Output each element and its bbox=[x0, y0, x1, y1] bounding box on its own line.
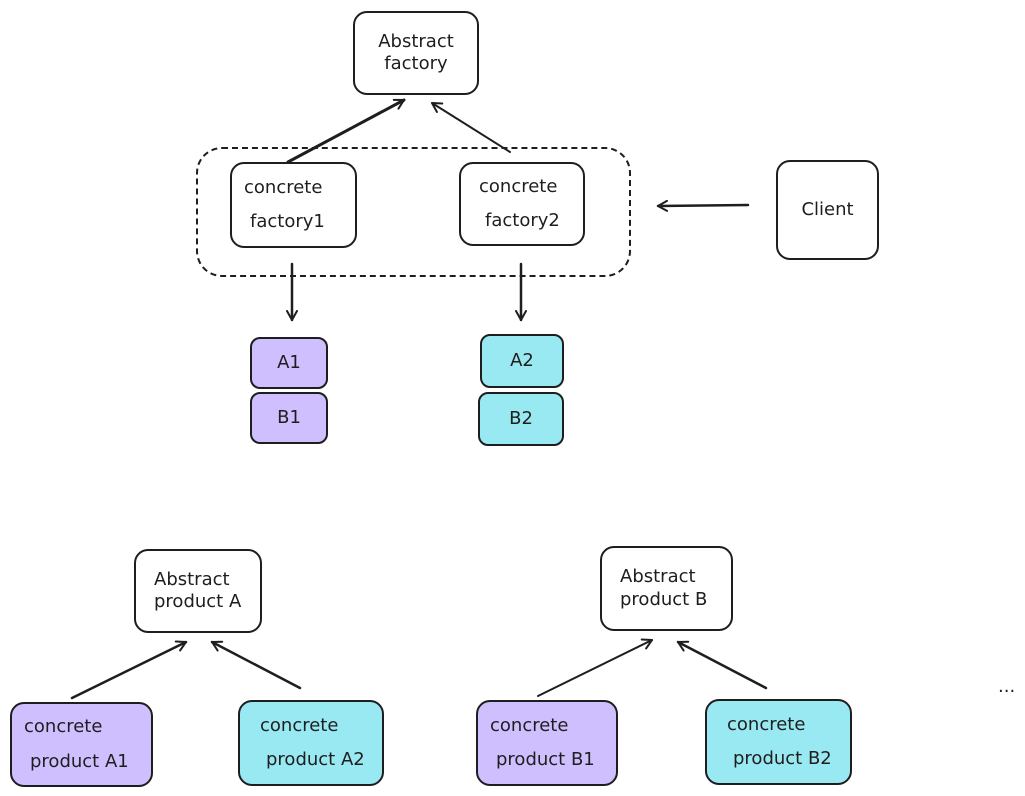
product-a2-label: A2 bbox=[510, 349, 534, 371]
arrow-product-a1-to-abstract-product-a bbox=[70, 640, 188, 700]
abstract-factory-label-line2: factory bbox=[384, 53, 448, 74]
product-b1-node[interactable]: B1 bbox=[250, 392, 328, 444]
concrete-factory1-node[interactable]: concrete factory1 bbox=[230, 162, 357, 248]
concrete-factory1-label-line2: factory1 bbox=[250, 211, 325, 232]
product-b2-label: B2 bbox=[509, 407, 533, 429]
concrete-factory1-label-line1: concrete bbox=[244, 176, 323, 198]
concrete-product-b2-label-line2: product B2 bbox=[733, 748, 832, 769]
more-products-ellipsis: ... bbox=[998, 676, 1016, 697]
arrow-client-to-factory-group bbox=[656, 199, 750, 212]
abstract-product-a-node[interactable]: Abstract product A bbox=[134, 549, 262, 633]
concrete-product-a1-node[interactable]: concrete product A1 bbox=[10, 702, 153, 787]
concrete-product-a1-label-line1: concrete bbox=[24, 716, 103, 738]
arrow-factory2-to-abstract-factory bbox=[431, 102, 511, 153]
arrow-product-b1-to-abstract-product-b bbox=[537, 638, 653, 697]
client-node[interactable]: Client bbox=[776, 160, 879, 260]
abstract-product-a-label-line2: product A bbox=[154, 591, 242, 612]
concrete-product-a2-label-line1: concrete bbox=[260, 714, 339, 736]
abstract-product-a-label-line1: Abstract bbox=[154, 568, 230, 590]
product-a1-label: A1 bbox=[277, 351, 301, 373]
concrete-product-b1-label-line1: concrete bbox=[490, 714, 569, 736]
concrete-factory2-label-line1: concrete bbox=[479, 175, 558, 197]
concrete-product-b1-node[interactable]: concrete product B1 bbox=[476, 700, 618, 786]
abstract-factory-label-line1: Abstract bbox=[378, 30, 454, 52]
concrete-product-b1-label-line2: product B1 bbox=[496, 749, 595, 770]
concrete-factory2-label-line2: factory2 bbox=[485, 210, 560, 231]
abstract-product-b-label-line2: product B bbox=[620, 588, 708, 610]
abstract-product-b-node[interactable]: Abstract product B bbox=[600, 546, 733, 631]
concrete-factories-group bbox=[196, 147, 631, 277]
arrow-product-b2-to-abstract-product-b bbox=[676, 640, 768, 690]
concrete-factory2-node[interactable]: concrete factory2 bbox=[459, 162, 585, 246]
arrow-product-a2-to-abstract-product-a bbox=[210, 640, 302, 690]
product-a2-node[interactable]: A2 bbox=[480, 334, 564, 388]
product-b2-node[interactable]: B2 bbox=[478, 392, 564, 446]
concrete-product-b2-label-line1: concrete bbox=[727, 713, 806, 735]
concrete-product-b2-node[interactable]: concrete product B2 bbox=[705, 699, 852, 785]
product-a1-node[interactable]: A1 bbox=[250, 337, 328, 389]
concrete-product-a2-node[interactable]: concrete product A2 bbox=[238, 700, 384, 786]
client-label: Client bbox=[801, 198, 854, 220]
concrete-product-a1-label-line2: product A1 bbox=[30, 750, 129, 772]
concrete-product-a2-label-line2: product A2 bbox=[266, 749, 365, 770]
product-b1-label: B1 bbox=[277, 406, 301, 428]
abstract-product-b-label-line1: Abstract bbox=[620, 566, 696, 587]
abstract-factory-node[interactable]: Abstract factory bbox=[353, 11, 479, 95]
